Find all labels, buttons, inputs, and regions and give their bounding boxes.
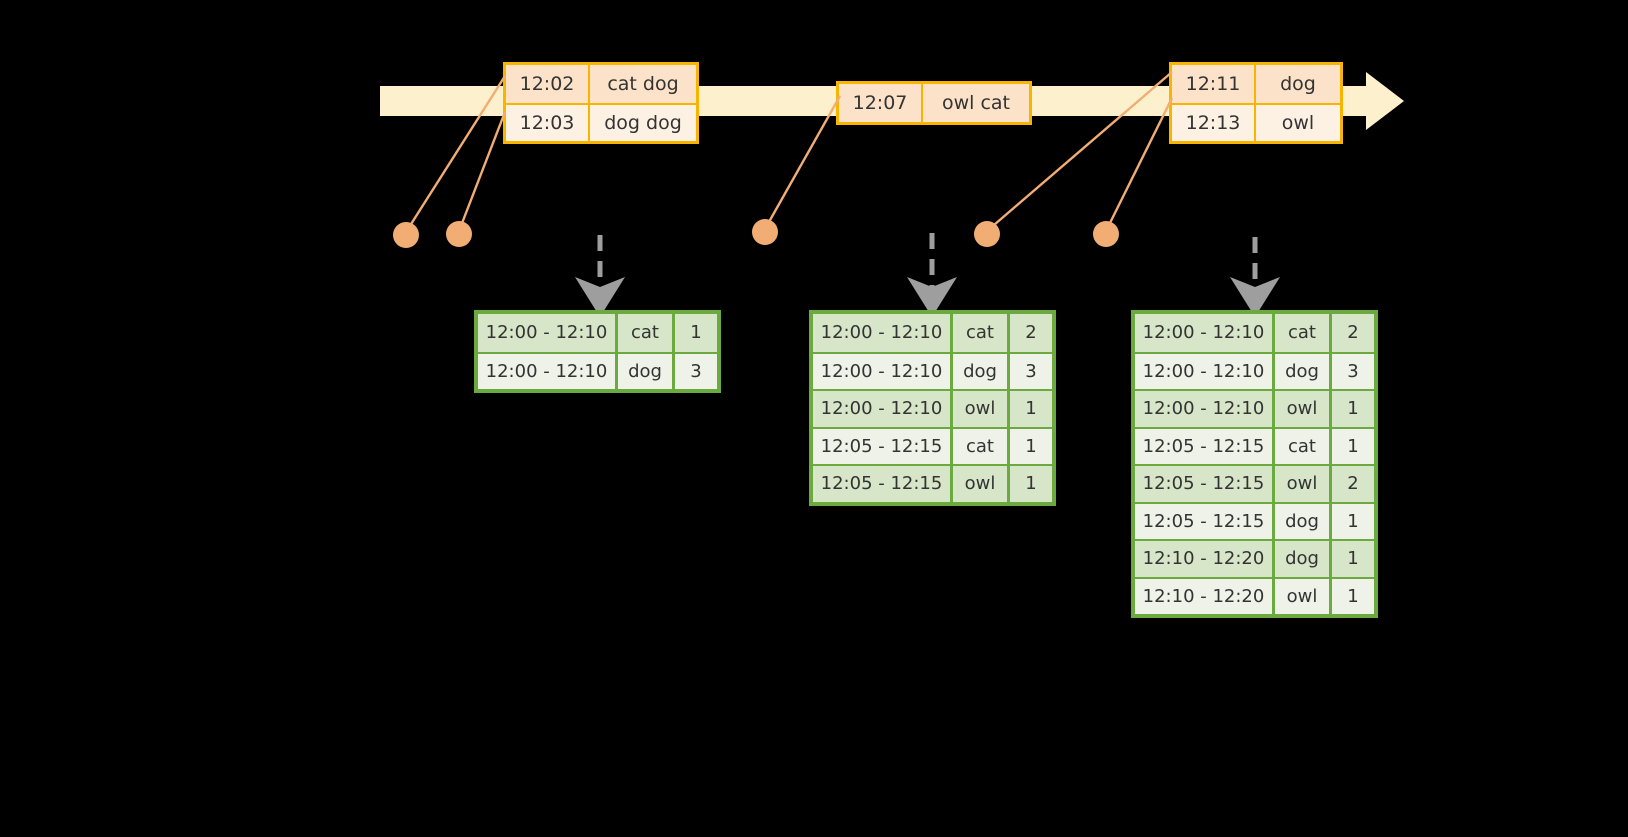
event-time: 12:07 (839, 84, 923, 122)
aggregation-arrows (575, 233, 1280, 317)
count-cell: 3 (1025, 360, 1037, 382)
event-words: owl cat (941, 92, 1011, 114)
word-cell: owl (953, 466, 1010, 502)
event-row: 12:03 dog dog (506, 103, 696, 141)
window-cell: 12:00 - 12:10 (1135, 353, 1275, 389)
count-cell: 1 (1347, 510, 1359, 532)
count-cell: 2 (1347, 473, 1359, 495)
event-group-1: 12:02 cat dog 12:03 dog dog (503, 62, 699, 144)
event-words: dog (1280, 73, 1316, 95)
count-cell: 1 (1025, 473, 1037, 495)
word-cell: cat (953, 314, 1010, 352)
leader-line-1203 (457, 111, 507, 232)
event-words: cat dog (607, 73, 679, 95)
word-cell: owl (1275, 578, 1332, 614)
event-dot-1213 (1093, 221, 1119, 247)
event-time: 12:13 (1172, 105, 1256, 141)
event-dots (393, 219, 1119, 248)
event-row: 12:07 owl cat (839, 84, 1029, 122)
count-cell: 1 (1347, 398, 1359, 420)
window-cell: 12:05 - 12:15 (813, 428, 953, 464)
count-cell: 1 (690, 322, 702, 344)
word-cell: cat (953, 428, 1010, 464)
event-dot-1207 (752, 219, 778, 245)
word-cell: owl (953, 391, 1010, 427)
word-cell: dog (1275, 541, 1332, 577)
event-group-2: 12:07 owl cat (836, 81, 1032, 125)
count-cell: 1 (1347, 435, 1359, 457)
event-words: owl (1281, 112, 1315, 134)
count-cell: 3 (690, 360, 702, 382)
event-words: dog dog (604, 112, 682, 134)
leader-line-1213 (1104, 97, 1174, 232)
word-cell: dog (1275, 353, 1332, 389)
window-cell: 12:00 - 12:10 (1135, 391, 1275, 427)
event-row: 12:02 cat dog (506, 65, 696, 103)
word-cell: cat (1275, 428, 1332, 464)
window-cell: 12:00 - 12:10 (813, 314, 953, 352)
window-cell: 12:00 - 12:10 (813, 391, 953, 427)
window-cell: 12:00 - 12:10 (1135, 314, 1275, 352)
event-group-3: 12:11 dog 12:13 owl (1169, 62, 1343, 144)
word-cell: owl (1275, 466, 1332, 502)
event-row: 12:11 dog (1172, 65, 1340, 103)
window-cell: 12:00 - 12:10 (478, 314, 618, 352)
window-cell: 12:05 - 12:15 (1135, 503, 1275, 539)
count-cell: 2 (1347, 322, 1359, 344)
window-cell: 12:10 - 12:20 (1135, 578, 1275, 614)
window-cell: 12:05 - 12:15 (813, 466, 953, 502)
timeline-arrow-icon (1366, 72, 1404, 130)
event-time: 12:03 (506, 105, 590, 141)
event-dot-1211 (974, 221, 1000, 247)
event-time: 12:02 (506, 65, 590, 103)
word-cell: dog (1275, 503, 1332, 539)
count-cell: 1 (1025, 398, 1037, 420)
word-cell: dog (618, 353, 675, 389)
event-dot-1203 (446, 221, 472, 247)
count-cell: 1 (1347, 548, 1359, 570)
window-cell: 12:00 - 12:10 (478, 353, 618, 389)
count-cell: 2 (1025, 322, 1037, 344)
word-cell: cat (618, 314, 675, 352)
count-cell: 1 (1025, 435, 1037, 457)
event-time: 12:11 (1172, 65, 1256, 103)
word-cell: cat (1275, 314, 1332, 352)
event-row: 12:13 owl (1172, 103, 1340, 141)
window-cell: 12:00 - 12:10 (813, 353, 953, 389)
word-cell: owl (1275, 391, 1332, 427)
count-cell: 3 (1347, 360, 1359, 382)
count-cell: 1 (1347, 585, 1359, 607)
event-dot-1202 (393, 222, 419, 248)
window-cell: 12:05 - 12:15 (1135, 466, 1275, 502)
word-cell: dog (953, 353, 1010, 389)
window-cell: 12:10 - 12:20 (1135, 541, 1275, 577)
window-cell: 12:05 - 12:15 (1135, 428, 1275, 464)
